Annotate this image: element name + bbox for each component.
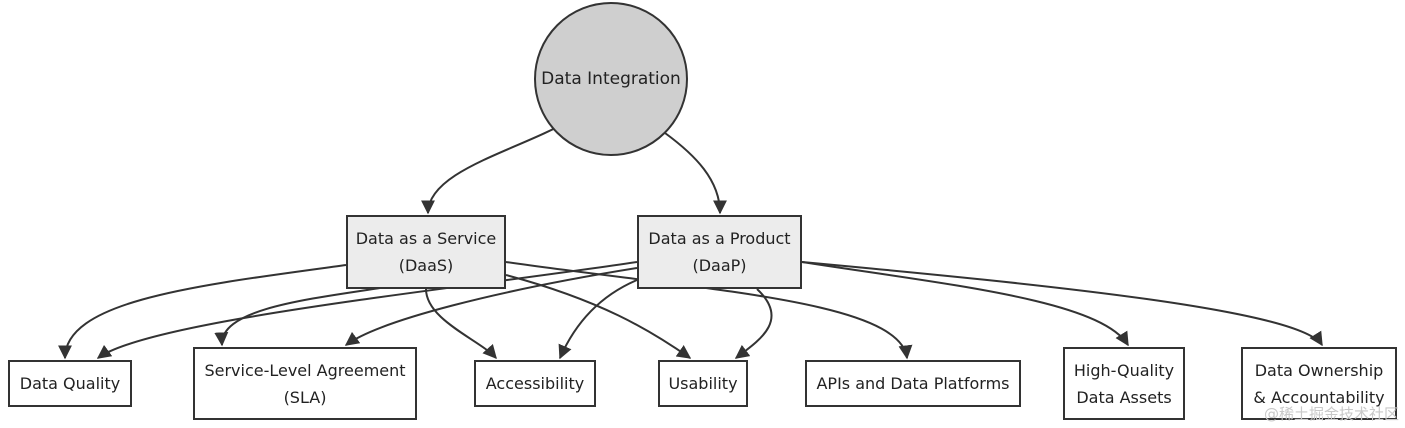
edge-daap-to-ownership	[801, 261, 1323, 347]
node-label-line: (DaaP)	[692, 256, 747, 275]
edge-daas-to-sla	[214, 287, 381, 347]
node-label-line: Data Ownership	[1254, 360, 1384, 380]
edge-daas-to-apis	[505, 261, 913, 360]
node-label-line: (DaaS)	[398, 256, 454, 275]
edge-daas-to-quality	[58, 264, 347, 360]
node-label: APIs and Data Platforms	[816, 374, 1010, 393]
node-data-as-a-product: Data as a Product (DaaP)	[637, 215, 802, 289]
node-label: Data Integration	[541, 68, 681, 89]
node-label-line: & Accountability	[1253, 387, 1385, 407]
node-label-line: Data Assets	[1076, 387, 1172, 407]
node-label: Data Quality	[19, 374, 121, 393]
edge-daap-to-access	[558, 279, 638, 360]
edge-root-to-daas	[421, 119, 571, 215]
edge-daas-to-access	[425, 288, 497, 360]
edge-daap-to-sla	[344, 267, 638, 346]
node-label-line: Data as a Product	[648, 229, 791, 248]
node-label-line: Service-Level Agreement	[204, 360, 406, 380]
node-high-quality-data-assets: High-Quality Data Assets	[1063, 347, 1185, 420]
edge-daap-to-usability	[734, 288, 773, 359]
node-label-line: (SLA)	[283, 387, 327, 407]
node-accessibility: Accessibility	[474, 360, 596, 407]
node-label: Accessibility	[485, 374, 585, 393]
node-data-as-a-service: Data as a Service (DaaS)	[346, 215, 506, 289]
edge-daas-to-usability	[505, 274, 692, 359]
node-service-level-agreement: Service-Level Agreement (SLA)	[193, 347, 417, 420]
node-usability: Usability	[658, 360, 748, 407]
node-apis-and-data-platforms: APIs and Data Platforms	[805, 360, 1021, 407]
node-data-ownership-accountability: Data Ownership & Accountability	[1241, 347, 1397, 420]
node-data-integration: Data Integration	[534, 2, 688, 156]
node-label: Usability	[668, 374, 738, 393]
edge-root-to-daap	[664, 132, 727, 215]
node-data-quality: Data Quality	[8, 360, 132, 407]
watermark: @稀土掘金技术社区	[1263, 405, 1399, 423]
node-label-line: Data as a Service	[355, 229, 497, 248]
node-label-line: High-Quality	[1073, 360, 1175, 380]
edge-daap-to-quality	[96, 261, 638, 359]
edge-daap-to-assets	[801, 261, 1129, 347]
